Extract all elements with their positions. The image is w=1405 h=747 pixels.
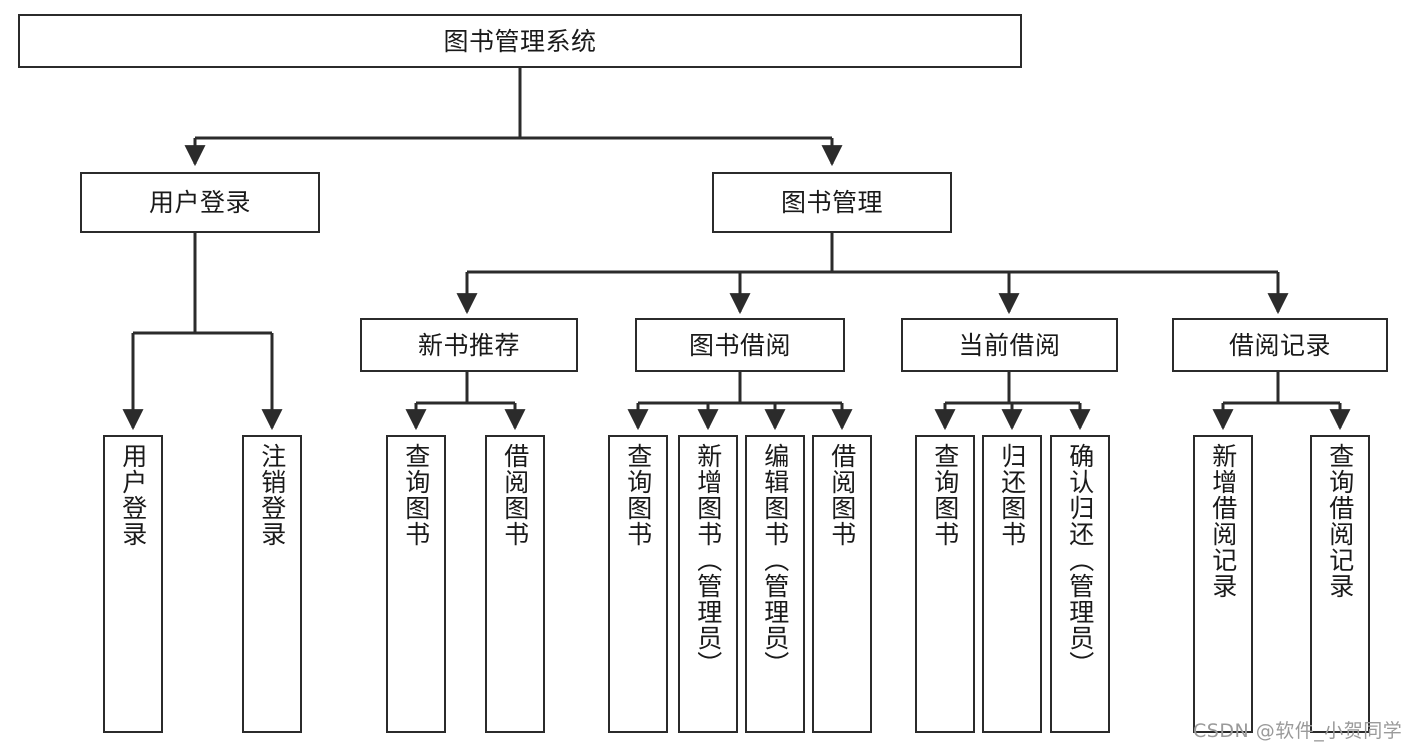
node-borrow-record[interactable]: 借阅记录 — [1172, 318, 1388, 372]
node-leaf-add-borrow-record[interactable]: 新增借阅记录 — [1193, 435, 1253, 733]
node-label: 图书管理 — [780, 188, 883, 217]
node-book-borrow[interactable]: 图书借阅 — [635, 318, 845, 372]
node-label: 用户登录 — [148, 188, 251, 217]
node-leaf-query-book-2[interactable]: 查询图书 — [608, 435, 668, 733]
node-leaf-borrow-book-2[interactable]: 借阅图书 — [812, 435, 872, 733]
node-leaf-confirm-return-admin[interactable]: 确认归还（管理员） — [1050, 435, 1110, 733]
node-label: 新增图书（管理员） — [693, 443, 723, 677]
node-book-management[interactable]: 图书管理 — [712, 172, 952, 233]
csdn-watermark: CSDN @软件_小贺同学 — [1193, 720, 1403, 742]
node-label: 查询图书 — [930, 443, 960, 547]
node-current-borrow[interactable]: 当前借阅 — [901, 318, 1118, 372]
node-label: 借阅图书 — [500, 443, 530, 547]
node-label: 图书管理系统 — [443, 26, 597, 56]
node-leaf-user-login[interactable]: 用户登录 — [103, 435, 163, 733]
node-label: 用户登录 — [118, 443, 148, 547]
node-leaf-return-book[interactable]: 归还图书 — [982, 435, 1042, 733]
node-leaf-query-borrow-record[interactable]: 查询借阅记录 — [1310, 435, 1370, 733]
node-label: 编辑图书（管理员） — [760, 443, 790, 677]
node-label: 确认归还（管理员） — [1065, 443, 1095, 677]
node-label: 新增借阅记录 — [1208, 443, 1238, 599]
node-leaf-query-book-3[interactable]: 查询图书 — [915, 435, 975, 733]
node-label: 借阅图书 — [827, 443, 857, 547]
node-label: 新书推荐 — [417, 330, 520, 360]
node-label: 查询借阅记录 — [1325, 443, 1355, 599]
node-leaf-query-book-1[interactable]: 查询图书 — [386, 435, 446, 733]
node-label: 图书借阅 — [688, 330, 791, 360]
node-label: 注销登录 — [257, 443, 287, 547]
node-leaf-add-book-admin[interactable]: 新增图书（管理员） — [678, 435, 738, 733]
node-leaf-logout-login[interactable]: 注销登录 — [242, 435, 302, 733]
node-label: 查询图书 — [623, 443, 653, 547]
node-user-login[interactable]: 用户登录 — [80, 172, 320, 233]
node-label: 当前借阅 — [958, 330, 1061, 360]
node-label: 归还图书 — [997, 443, 1027, 547]
node-label: 查询图书 — [401, 443, 431, 547]
node-leaf-edit-book-admin[interactable]: 编辑图书（管理员） — [745, 435, 805, 733]
node-leaf-borrow-book-1[interactable]: 借阅图书 — [485, 435, 545, 733]
node-label: 借阅记录 — [1228, 330, 1331, 360]
node-book-management-system[interactable]: 图书管理系统 — [18, 14, 1022, 68]
node-new-book-recommend[interactable]: 新书推荐 — [360, 318, 578, 372]
